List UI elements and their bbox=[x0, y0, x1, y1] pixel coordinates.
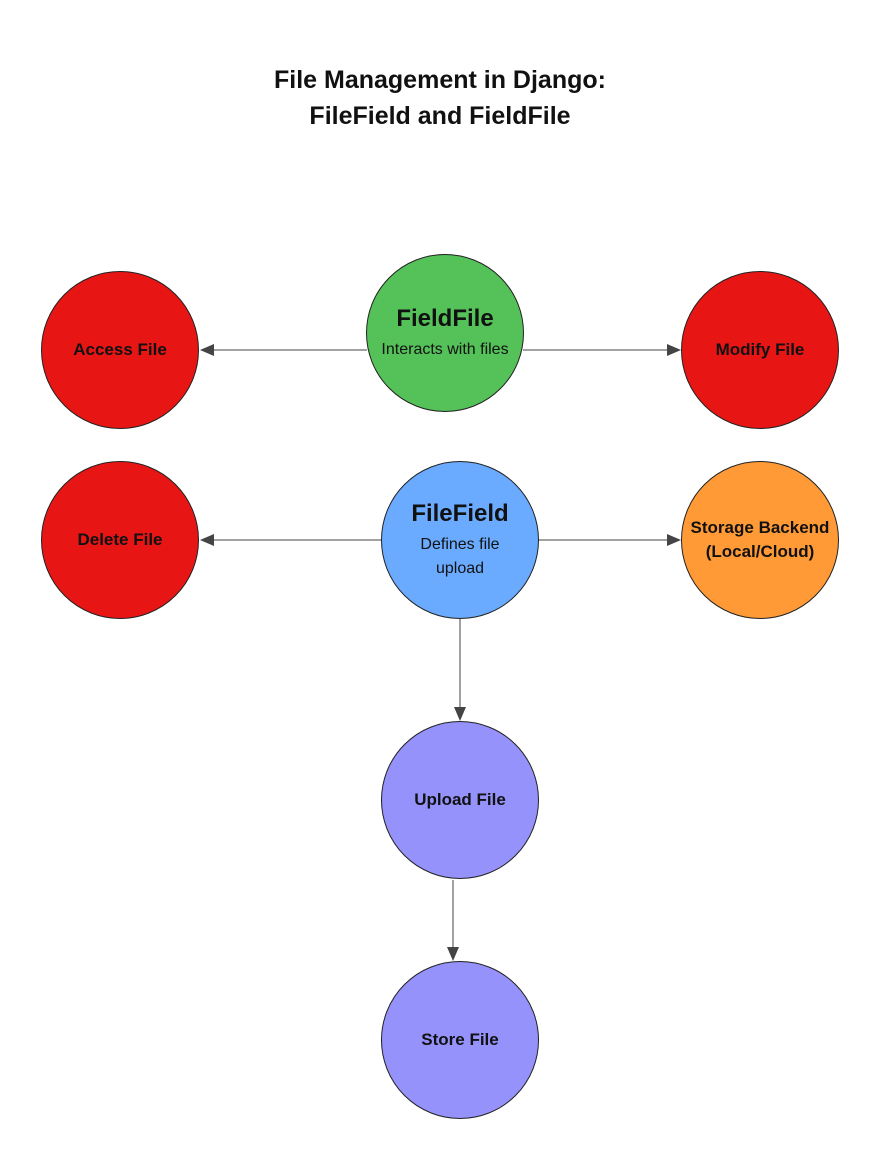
node-delete-file-label: Delete File bbox=[77, 530, 163, 549]
diagram-title: File Management in Django: FileField and… bbox=[0, 62, 880, 134]
node-delete-file[interactable]: Delete File bbox=[41, 461, 199, 619]
diagram-title-line-2: FileField and FieldFile bbox=[309, 102, 571, 130]
node-upload-file-label: Upload File bbox=[414, 790, 506, 809]
node-fieldfile-heading: FieldFile bbox=[396, 305, 494, 332]
node-access-file-label: Access File bbox=[73, 340, 167, 359]
node-modify-file[interactable]: Modify File bbox=[681, 271, 839, 429]
node-fieldfile[interactable]: FieldFile Interacts with files bbox=[366, 254, 524, 412]
node-upload-file[interactable]: Upload File bbox=[381, 721, 539, 879]
node-filefield-description: Defines file upload bbox=[420, 536, 500, 577]
node-storage-backend-label: Storage Backend (Local/Cloud) bbox=[690, 518, 830, 561]
node-store-file-label: Store File bbox=[421, 1030, 499, 1049]
node-modify-file-label: Modify File bbox=[715, 340, 805, 359]
node-storage-backend[interactable]: Storage Backend (Local/Cloud) bbox=[681, 461, 839, 619]
node-store-file[interactable]: Store File bbox=[381, 961, 539, 1119]
diagram-title-line-1: File Management in Django: bbox=[274, 66, 606, 94]
node-filefield[interactable]: FileField Defines file upload bbox=[381, 461, 539, 619]
node-fieldfile-description: Interacts with files bbox=[381, 341, 509, 358]
node-filefield-heading: FileField bbox=[411, 500, 509, 527]
node-access-file[interactable]: Access File bbox=[41, 271, 199, 429]
